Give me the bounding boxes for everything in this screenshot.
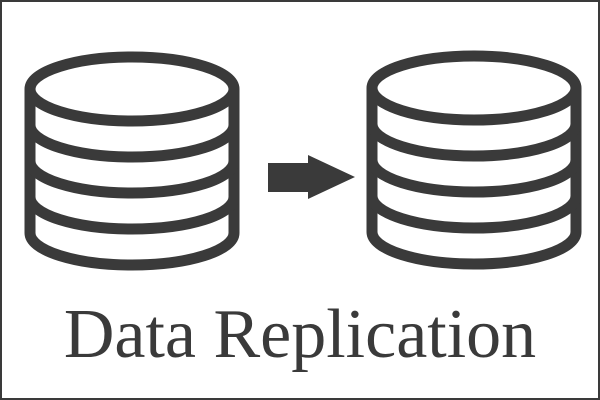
database-outline xyxy=(366,50,582,270)
database-outline xyxy=(24,51,240,271)
diagram-title: Data Replication xyxy=(63,296,537,373)
target-database-icon xyxy=(366,50,582,270)
source-database-icon xyxy=(24,51,240,271)
arrow-shape xyxy=(268,155,355,199)
arrow-right-icon xyxy=(268,155,355,199)
